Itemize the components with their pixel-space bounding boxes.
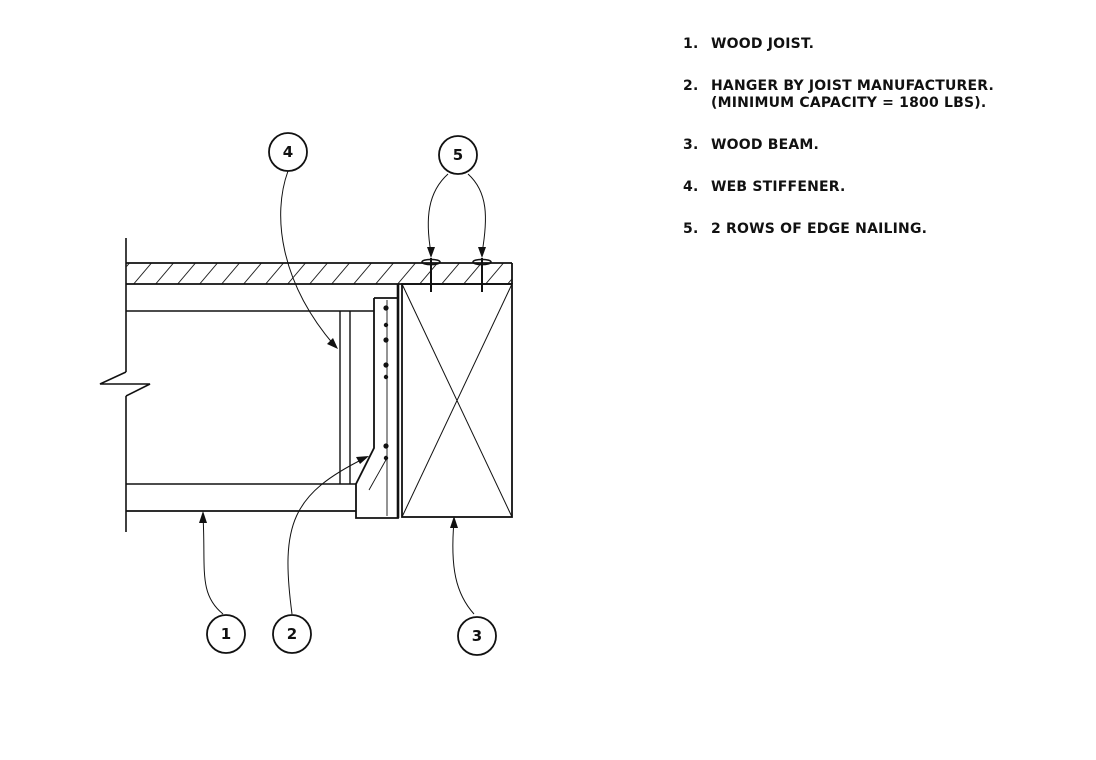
break-line <box>99 238 151 532</box>
note-line: WOOD BEAM. <box>711 137 820 153</box>
callout-4: 4 <box>268 132 308 172</box>
note-text: HANGER BY JOIST MANUFACTURER. (MINIMUM C… <box>711 78 1083 112</box>
note-text: WEB STIFFENER. <box>711 179 1083 196</box>
callout-1: 1 <box>206 614 246 654</box>
note-text: WOOD JOIST. <box>711 36 1083 53</box>
note-line: WOOD JOIST. <box>711 36 815 52</box>
note-1: 1. WOOD JOIST. <box>683 36 1083 53</box>
note-number: 5. <box>683 221 699 237</box>
svg-text:5: 5 <box>453 146 463 164</box>
note-line: HANGER BY JOIST MANUFACTURER. <box>711 78 995 94</box>
callout-2: 2 <box>272 614 312 654</box>
floor-sheathing <box>126 262 513 285</box>
joist-hanger <box>355 297 399 519</box>
note-number: 2. <box>683 78 699 94</box>
svg-text:3: 3 <box>472 627 482 645</box>
wood-joist <box>126 310 374 512</box>
note-5: 5. 2 ROWS OF EDGE NAILING. <box>683 221 1083 238</box>
note-number: 4. <box>683 179 699 195</box>
leader-lines <box>202 170 486 615</box>
hanger-nail-holes <box>383 305 389 461</box>
callout-3: 3 <box>457 616 497 656</box>
callout-5: 5 <box>438 135 478 175</box>
note-line: 2 ROWS OF EDGE NAILING. <box>711 221 928 237</box>
edge-nails <box>421 258 492 292</box>
legend-notes: 1. WOOD JOIST. 2. HANGER BY JOIST MANUFA… <box>683 36 1083 263</box>
leader-arrowheads <box>199 247 486 528</box>
note-text: WOOD BEAM. <box>711 137 1083 154</box>
note-number: 3. <box>683 137 699 153</box>
svg-text:4: 4 <box>283 143 293 161</box>
wood-beam <box>396 283 513 518</box>
svg-text:2: 2 <box>287 625 297 643</box>
note-number: 1. <box>683 36 699 52</box>
note-line: (MINIMUM CAPACITY = 1800 LBS). <box>711 95 987 111</box>
note-3: 3. WOOD BEAM. <box>683 137 1083 154</box>
note-text: 2 ROWS OF EDGE NAILING. <box>711 221 1083 238</box>
note-4: 4. WEB STIFFENER. <box>683 179 1083 196</box>
note-line: WEB STIFFENER. <box>711 179 846 195</box>
note-2: 2. HANGER BY JOIST MANUFACTURER. (MINIMU… <box>683 78 1083 112</box>
svg-text:1: 1 <box>221 625 231 643</box>
